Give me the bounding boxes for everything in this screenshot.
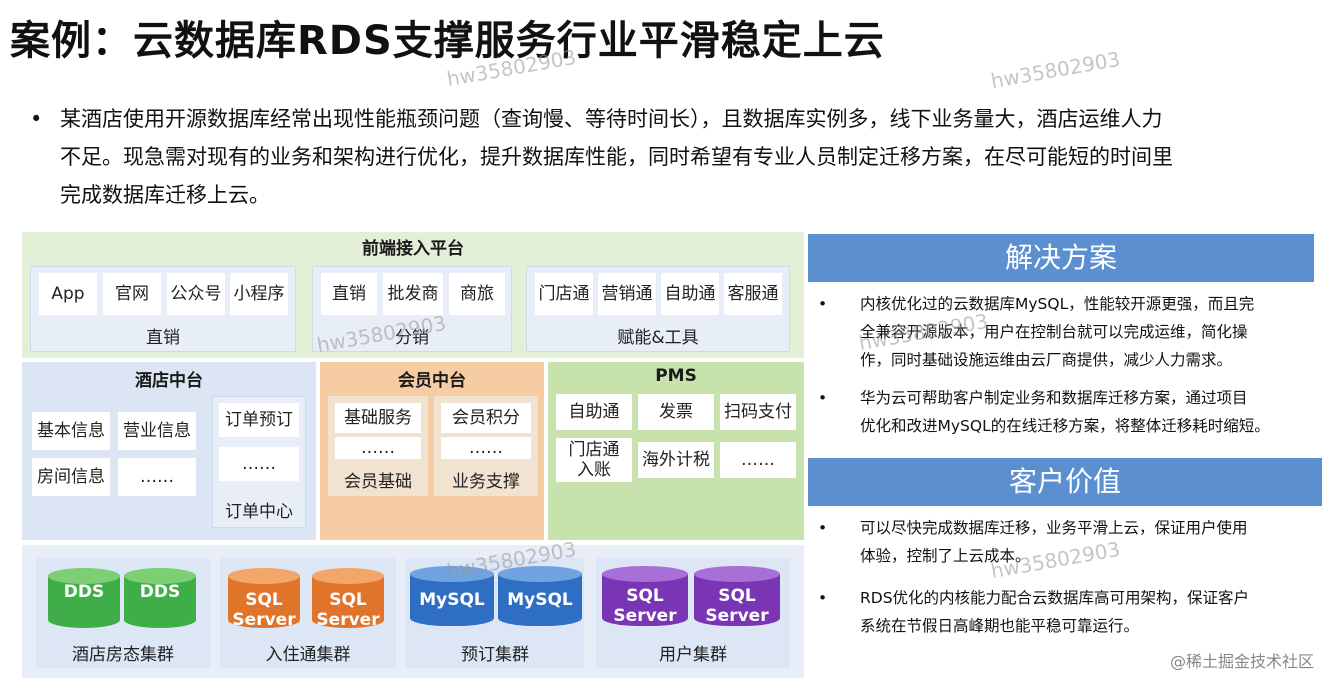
mysql-database-icon: MySQL bbox=[410, 566, 494, 632]
cluster-user: SQL Server SQL Server 用户集群 bbox=[596, 558, 790, 668]
frontend-platform-title: 前端接入平台 bbox=[362, 239, 464, 259]
value-line: 可以尽快完成数据库迁移，业务平滑上云，保证用户使用 bbox=[860, 519, 1248, 537]
item-direct: 直销 bbox=[321, 273, 377, 315]
item-ellipsis: …… bbox=[118, 458, 196, 496]
group-distribution: 直销 批发商 商旅 分销 bbox=[312, 266, 512, 352]
group-label: 业务支撑 bbox=[452, 472, 520, 492]
item-ellipsis: …… bbox=[441, 437, 531, 459]
db-label: SQL Server bbox=[316, 590, 380, 630]
intro-line: 某酒店使用开源数据库经常出现性能瓶颈问题（查询慢、等待时间长），且数据库实例多，… bbox=[60, 107, 1163, 131]
business-support-panel: 会员积分 …… 业务支撑 bbox=[434, 396, 538, 496]
item-marketing-tong: 营销通 bbox=[598, 273, 656, 315]
list-bullet: • bbox=[818, 519, 828, 537]
db-label: MySQL bbox=[507, 590, 573, 610]
member-basic-panel: 基础服务 …… 会员基础 bbox=[328, 396, 428, 496]
value-line: 体验，控制了上云成本。 bbox=[860, 547, 1031, 565]
item-customer-service-tong: 客服通 bbox=[724, 273, 782, 315]
source-credit: @稀土掘金技术社区 bbox=[1169, 652, 1314, 671]
sql-server-database-icon: SQL Server bbox=[602, 566, 688, 632]
group-direct-sales: App 官网 公众号 小程序 直销 bbox=[30, 266, 296, 352]
page-title: 案例：云数据库RDS支撑服务行业平滑稳定上云 bbox=[10, 18, 885, 64]
item-basic-service: 基础服务 bbox=[335, 403, 421, 433]
item-store-posting: 门店通 入账 bbox=[556, 438, 632, 482]
cluster-hotel-status: DDS DDS 酒店房态集群 bbox=[36, 558, 210, 668]
customer-value-header: 客户价值 bbox=[808, 458, 1322, 506]
group-tools: 门店通 营销通 自助通 客服通 赋能&工具 bbox=[526, 266, 790, 352]
cluster-label: 用户集群 bbox=[659, 645, 727, 665]
db-label: SQL Server bbox=[232, 590, 296, 630]
item-wholesaler: 批发商 bbox=[383, 273, 443, 315]
item-store-tong: 门店通 bbox=[535, 273, 593, 315]
member-center-panel: 会员中台 基础服务 …… 会员基础 会员积分 …… 业务支撑 bbox=[320, 362, 544, 540]
group-label: 会员基础 bbox=[344, 472, 412, 492]
watermark: hw35802903 bbox=[988, 46, 1122, 94]
solution-line: 作，同时基础设施运维由云厂商提供，减少人力需求。 bbox=[860, 351, 1233, 369]
item-room-info: 房间信息 bbox=[32, 458, 110, 496]
group-label: 分销 bbox=[395, 328, 429, 348]
item-ellipsis: …… bbox=[219, 447, 299, 481]
solution-line: 全兼容开源版本，用户在控制台就可以完成运维，简化操 bbox=[860, 323, 1248, 341]
item-website: 官网 bbox=[103, 273, 161, 315]
solution-line: 内核优化过的云数据库MySQL，性能较开源更强，而且完 bbox=[860, 295, 1255, 313]
item-app: App bbox=[39, 273, 97, 315]
sql-server-database-icon: SQL Server bbox=[228, 568, 300, 634]
list-bullet: • bbox=[818, 589, 828, 607]
sql-server-database-icon: SQL Server bbox=[312, 568, 384, 634]
intro-bullet: • bbox=[30, 107, 43, 131]
db-label: DDS bbox=[139, 582, 181, 602]
customer-value-list: • 可以尽快完成数据库迁移，业务平滑上云，保证用户使用 体验，控制了上云成本。 … bbox=[818, 514, 1328, 644]
list-bullet: • bbox=[818, 295, 828, 313]
intro-line: 不足。现急需对现有的业务和架构进行优化，提升数据库性能，同时希望有专业人员制定迁… bbox=[60, 145, 1173, 169]
cluster-check-in: SQL Server SQL Server 入住通集群 bbox=[220, 558, 396, 668]
dds-database-icon: DDS bbox=[124, 568, 196, 634]
item-self-service: 自助通 bbox=[556, 394, 632, 430]
cluster-label: 酒店房态集群 bbox=[72, 645, 174, 665]
list-bullet: • bbox=[818, 389, 828, 407]
value-line: 系统在节假日高峰期也能平稳可靠运行。 bbox=[860, 617, 1140, 635]
item-ellipsis: …… bbox=[720, 442, 796, 478]
cluster-booking: MySQL MySQL 预订集群 bbox=[406, 558, 584, 668]
pms-title: PMS bbox=[655, 366, 697, 386]
pms-panel: PMS 自助通 发票 扫码支付 门店通 入账 海外计税 …… bbox=[548, 362, 804, 540]
intro-line: 完成数据库迁移上云。 bbox=[60, 183, 270, 207]
cluster-label: 预订集群 bbox=[461, 645, 529, 665]
item-member-points: 会员积分 bbox=[441, 403, 531, 433]
group-label: 直销 bbox=[146, 328, 180, 348]
cluster-label: 入住通集群 bbox=[265, 645, 351, 665]
item-overseas-tax: 海外计税 bbox=[638, 442, 714, 478]
db-label: DDS bbox=[63, 582, 105, 602]
hotel-center-panel: 酒店中台 基本信息 营业信息 房间信息 …… 订单预订 …… 订单中心 bbox=[22, 362, 316, 540]
item-basic-info: 基本信息 bbox=[32, 412, 110, 450]
item-mini-program: 小程序 bbox=[230, 273, 288, 315]
solution-line: 华为云可帮助客户制定业务和数据库迁移方案，通过项目 bbox=[860, 389, 1248, 407]
item-invoice: 发票 bbox=[638, 394, 714, 430]
value-line: RDS优化的内核能力配合云数据库高可用架构，保证客户 bbox=[860, 589, 1250, 607]
member-center-title: 会员中台 bbox=[398, 371, 466, 391]
hotel-center-title: 酒店中台 bbox=[135, 371, 203, 391]
item-official-account: 公众号 bbox=[167, 273, 225, 315]
group-label: 订单中心 bbox=[225, 502, 293, 522]
item-business-travel: 商旅 bbox=[449, 273, 505, 315]
solution-line: 优化和改进MySQL的在线迁移方案，将整体迁移耗时缩短。 bbox=[860, 417, 1270, 435]
solution-header: 解决方案 bbox=[808, 234, 1314, 282]
item-business-info: 营业信息 bbox=[118, 412, 196, 450]
item-order-booking: 订单预订 bbox=[219, 403, 299, 437]
db-label: MySQL bbox=[419, 590, 485, 610]
item-ellipsis: …… bbox=[335, 437, 421, 459]
order-center-panel: 订单预订 …… 订单中心 bbox=[212, 396, 306, 528]
dds-database-icon: DDS bbox=[48, 568, 120, 634]
sql-server-database-icon: SQL Server bbox=[694, 566, 780, 632]
group-label: 赋能&工具 bbox=[617, 328, 699, 348]
db-label: SQL Server bbox=[613, 586, 677, 626]
solution-list: • 内核优化过的云数据库MySQL，性能较开源更强，而且完 全兼容开源版本，用户… bbox=[818, 290, 1328, 450]
item-scan-pay: 扫码支付 bbox=[720, 394, 796, 430]
item-self-service-tong: 自助通 bbox=[661, 273, 719, 315]
mysql-database-icon: MySQL bbox=[498, 566, 582, 632]
db-label: SQL Server bbox=[705, 586, 769, 626]
